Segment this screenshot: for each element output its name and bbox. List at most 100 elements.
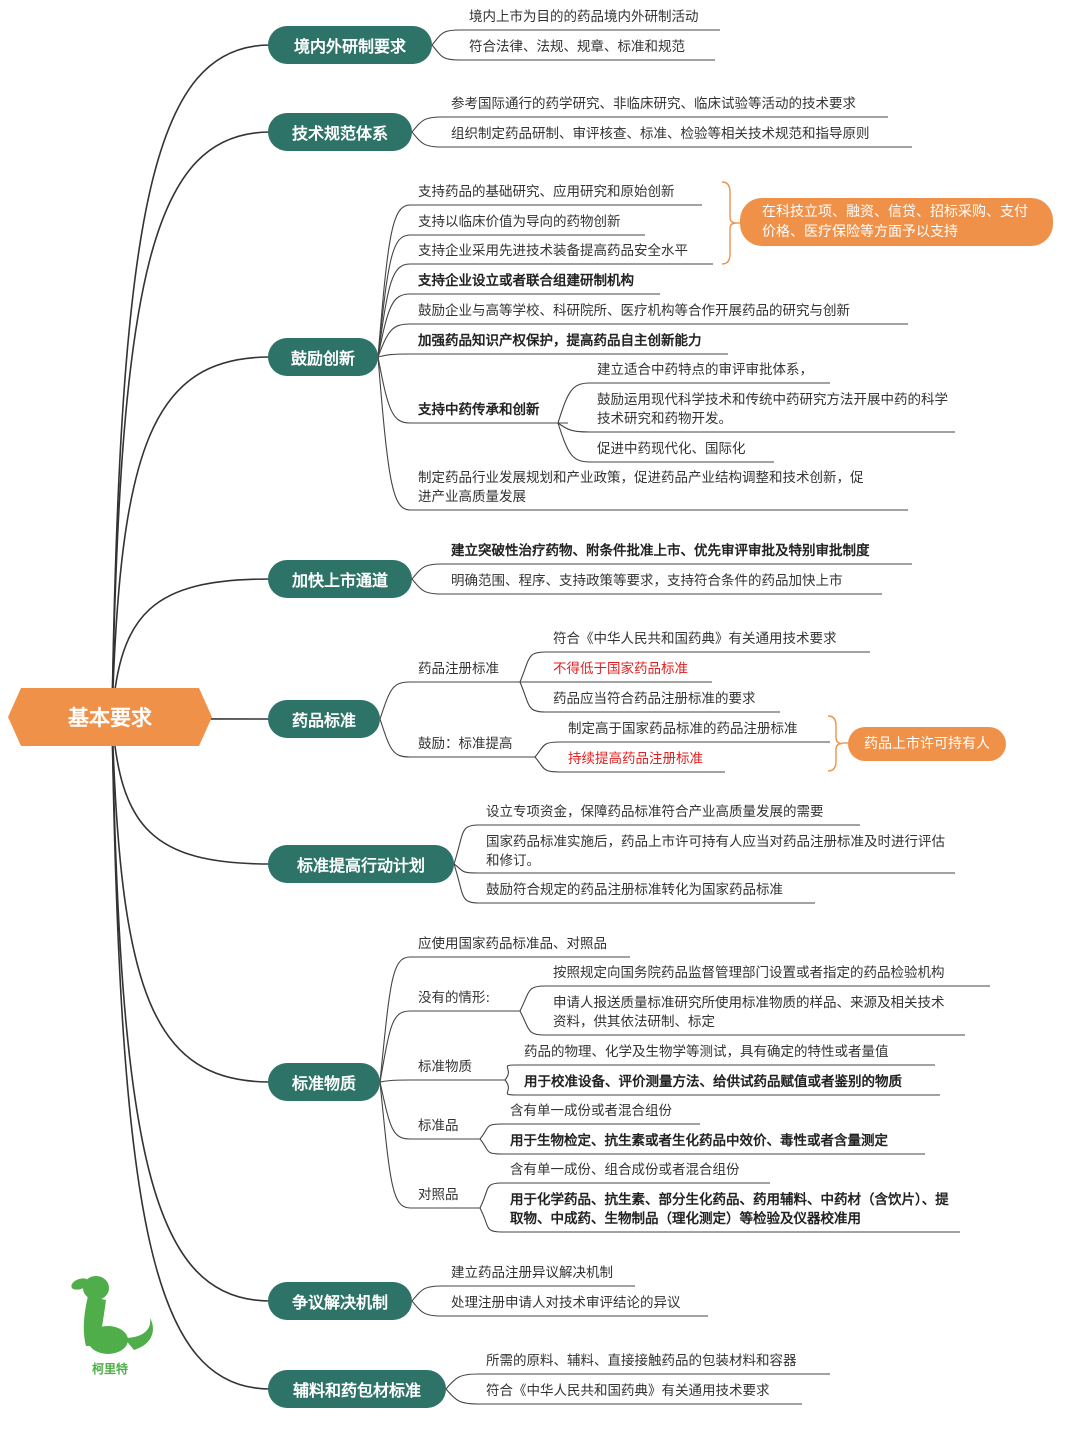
root-label: 基本要求 xyxy=(68,706,152,730)
connector xyxy=(411,563,443,580)
leaf-item: 建立药品注册异议解决机制 xyxy=(451,1265,613,1281)
connector xyxy=(445,1373,479,1390)
topic-label: 辅料和药包材标准 xyxy=(292,1381,421,1400)
connector xyxy=(377,323,411,358)
leaf-item: 建立突破性治疗药物、附条件批准上市、优先审评审批及特别审批制度 xyxy=(451,543,870,559)
leaf-item: 制定药品行业发展规划和产业政策，促进药品产业结构调整和技术创新，促进产业高质量发… xyxy=(418,470,864,505)
topic-standard-upgrade-plan[interactable]: 标准提高行动计划 xyxy=(268,845,454,883)
leaf-item: 国家药品标准实施后，药品上市许可持有人应当对药品注册标准及时进行评估和修订。 xyxy=(486,834,945,869)
connector xyxy=(379,1081,411,1209)
connector xyxy=(111,716,271,1390)
sub-label-reg: 药品注册标准 xyxy=(418,661,499,677)
connector xyxy=(377,204,411,358)
leaf-item: 药品的物理、化学及生物学等测试，具有确定的特性或者量值 xyxy=(524,1044,889,1060)
leaf-item: 支持以临床价值为导向的药物创新 xyxy=(418,214,621,230)
connector xyxy=(519,1010,546,1036)
leaf-item: 加强药品知识产权保护，提高药品自主创新能力 xyxy=(418,333,702,349)
connector xyxy=(111,716,271,1302)
leaf-item: 促进中药现代化、国际化 xyxy=(597,441,746,457)
leaf-item: 制定高于国家药品标准的药品注册标准 xyxy=(568,721,798,737)
connector xyxy=(453,863,479,874)
leaf-item: 用于校准设备、评价测量方法、给供试药品赋值或者鉴别的物质 xyxy=(524,1074,902,1090)
leaf-item: 支持药品的基础研究、应用研究和原始创新 xyxy=(418,184,675,200)
connector xyxy=(431,44,461,61)
connector xyxy=(379,1010,411,1083)
sub-label: 对照品 xyxy=(418,1187,459,1203)
connector xyxy=(445,1388,479,1405)
connector xyxy=(111,716,271,1083)
connector xyxy=(411,578,443,595)
leaf-item: 建立适合中药特点的审评审批体系， xyxy=(597,362,813,378)
leaf-item: 鼓励符合规定的药品注册标准转化为国家药品标准 xyxy=(486,882,783,898)
connector xyxy=(411,116,443,133)
topic-label: 标准提高行动计划 xyxy=(296,856,425,875)
connector xyxy=(519,985,546,1012)
connector xyxy=(721,181,737,265)
topic-label: 境内外研制要求 xyxy=(293,37,406,56)
sub-label-enc: 鼓励：标准提高 xyxy=(418,736,513,752)
topic-drug-standards[interactable]: 药品标准 xyxy=(268,700,380,738)
connector xyxy=(504,1064,517,1081)
leaf-item: 申请人报送质量标准研究所使用标准物质的样品、来源及相关技术资料，供其依法研制、标… xyxy=(553,995,945,1030)
connector xyxy=(379,1081,411,1140)
leaf-item: 明确范围、程序、支持政策等要求，支持符合条件的药品加快上市 xyxy=(451,573,843,589)
topic-dispute-resolution[interactable]: 争议解决机制 xyxy=(268,1282,412,1320)
leaf-item: 用于生物检定、抗生素或者生化药品中效价、毒性或者含量测定 xyxy=(510,1133,888,1149)
connector xyxy=(111,131,271,718)
connector xyxy=(111,716,271,865)
connector xyxy=(453,824,479,865)
connector xyxy=(557,382,591,424)
connector xyxy=(504,1079,517,1096)
topic-innovation[interactable]: 鼓励创新 xyxy=(268,338,378,376)
connector xyxy=(479,1138,503,1155)
connector xyxy=(377,356,411,511)
topic-reference-materials[interactable]: 标准物质 xyxy=(268,1063,380,1101)
leaf-item: 参考国际通行的药学研究、非临床研究、临床试验等活动的技术要求 xyxy=(451,96,856,112)
topic-label: 鼓励创新 xyxy=(290,349,355,368)
connector xyxy=(557,422,591,433)
leaf-item: 按照规定向国务院药品监督管理部门设置或者指定的药品检验机构 xyxy=(553,965,945,981)
topic-label: 药品标准 xyxy=(291,711,356,730)
connector xyxy=(111,44,271,718)
connector xyxy=(827,715,843,772)
topic-label: 标准物质 xyxy=(291,1074,356,1093)
topic-domestic-overseas[interactable]: 境内外研制要求 xyxy=(268,26,432,64)
connector xyxy=(519,681,546,713)
connector xyxy=(411,1285,443,1302)
support-callout: 在科技立项、融资、信贷、招标采购、支付价格、医疗保险等方面予以支持 xyxy=(740,198,1053,246)
connector xyxy=(431,29,461,46)
sub-label: 没有的情形: xyxy=(418,990,491,1006)
connector xyxy=(479,1123,503,1140)
connector xyxy=(111,578,271,718)
root-node[interactable]: 基本要求 xyxy=(8,688,212,746)
connector xyxy=(377,353,411,358)
topic-excipient-packaging[interactable]: 辅料和药包材标准 xyxy=(268,1370,446,1408)
leaf-item: 药品应当符合药品注册标准的要求 xyxy=(553,691,756,707)
leaf-item: 鼓励企业与高等学校、科研院所、医疗机构等合作开展药品的研究与创新 xyxy=(418,303,850,319)
connector xyxy=(534,756,561,773)
leaf-item: 符合《中华人民共和国药典》有关通用技术要求 xyxy=(486,1383,770,1399)
connector xyxy=(377,293,411,358)
connector xyxy=(411,131,443,148)
sub-label: 标准物质 xyxy=(418,1059,472,1075)
leaf-item: 含有单一成份或者混合组份 xyxy=(510,1103,672,1119)
leaf-item: 鼓励运用现代科学技术和传统中药研究方法开展中药的科学技术研究和药物开发。 xyxy=(597,392,948,427)
leaf-item: 设立专项资金，保障药品标准符合产业高质量发展的需要 xyxy=(486,804,824,820)
connector xyxy=(453,863,479,904)
topic-tech-norms[interactable]: 技术规范体系 xyxy=(268,113,412,151)
topic-label: 争议解决机制 xyxy=(291,1293,388,1312)
sub-label: 标准品 xyxy=(418,1118,459,1134)
leaf-item: 处理注册申请人对技术审评结论的异议 xyxy=(451,1295,681,1311)
logo-label: 柯里特 xyxy=(91,1362,128,1376)
topic-label: 加快上市通道 xyxy=(291,571,388,590)
callout-text: 药品上市许可持有人 xyxy=(864,736,990,752)
sub-label-tcm: 支持中药传承和创新 xyxy=(418,402,540,418)
connector xyxy=(557,422,591,463)
connector xyxy=(379,956,411,1083)
leaf-item: 符合法律、法规、规章、标准和规范 xyxy=(469,39,685,55)
connector xyxy=(519,651,546,683)
topic-fast-track[interactable]: 加快上市通道 xyxy=(268,560,412,598)
leaf-item: 不得低于国家药品标准 xyxy=(553,661,688,677)
connector xyxy=(377,356,411,424)
